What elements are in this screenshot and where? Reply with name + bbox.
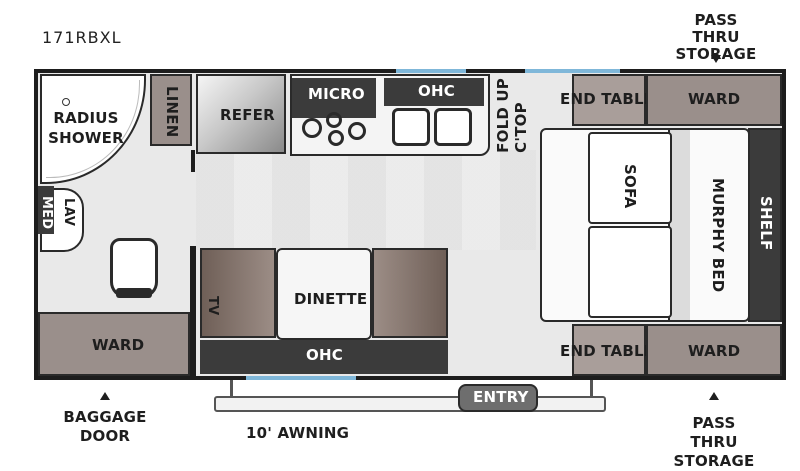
dinette-table [276, 248, 372, 340]
pass-thru-bottom-arrow [709, 392, 719, 400]
dinette-bench-left [200, 248, 276, 338]
sofa-cushion-upper [588, 132, 672, 224]
sofa-label: SOFA [621, 164, 639, 209]
window-top-right [525, 69, 620, 73]
sink-left-basin [392, 108, 430, 146]
sofa-back [668, 130, 690, 320]
stove-burner-icon [348, 122, 366, 140]
linen-label: LINEN [163, 86, 181, 138]
awning-arm-left [230, 380, 233, 398]
bathroom-wall [190, 246, 196, 376]
stove-burner-icon [326, 112, 342, 128]
fridge-door-line [191, 150, 195, 172]
wardrobe-left [38, 312, 190, 376]
fold-up-ctop-label: FOLD UP C'TOP [494, 78, 530, 153]
microwave [292, 78, 376, 118]
end-table-top [572, 74, 646, 126]
tv-label: TV [205, 296, 220, 316]
model-number: 171RBXL [42, 28, 122, 47]
awning-arm-right [590, 380, 593, 398]
end-table-top-label: END TABLE [560, 90, 655, 108]
baggage-door-arrow [100, 392, 110, 400]
lav-label: LAV [61, 198, 76, 227]
sink-right-basin [434, 108, 472, 146]
shelf [748, 128, 782, 322]
dinette-bench-right [372, 248, 448, 338]
pass-thru-storage-bottom-label: PASS THRU STORAGE [673, 414, 755, 470]
awning [214, 396, 606, 412]
end-table-bottom-label: END TABLE [560, 342, 655, 360]
radius-shower-label: RADIUS SHOWER [48, 109, 124, 147]
dinette-label: DINETTE [294, 290, 368, 308]
shelf-label: SHELF [757, 196, 775, 251]
murphy-bed-label: MURPHY BED [709, 178, 727, 293]
pass-thru-storage-top-label: PASS THRU STORAGE [675, 11, 757, 63]
ohc-bottom-panel [200, 340, 448, 374]
refrigerator [196, 74, 286, 154]
entry-door[interactable] [458, 384, 538, 412]
end-table-bottom [572, 324, 646, 376]
floor-tiles [196, 150, 536, 250]
window-top-left [396, 69, 466, 73]
baggage-door-label: BAGGAGE DOOR [63, 408, 147, 445]
ward-top-right-label: WARD [688, 90, 741, 108]
awning-label: 10' AWNING [246, 424, 350, 442]
ward-left-label: WARD [92, 336, 145, 354]
window-bottom [246, 376, 356, 380]
stove-burner-icon [328, 130, 344, 146]
ohc-bottom-label: OHC [306, 346, 343, 364]
linen-cabinet [150, 74, 192, 146]
refer-label: REFER [220, 106, 275, 124]
ohc-top-label: OHC [418, 82, 455, 100]
med-label: MED [39, 196, 54, 230]
wardrobe-bottom-right [646, 324, 782, 376]
micro-label: MICRO [308, 85, 365, 103]
stove-burner-icon [302, 118, 322, 138]
med-cabinet [38, 186, 54, 234]
sofa-cushion-lower [588, 226, 672, 318]
wardrobe-top-right [646, 74, 782, 126]
entry-label: ENTRY [473, 388, 529, 406]
pass-thru-top-arrow [711, 55, 721, 63]
ward-bottom-right-label: WARD [688, 342, 741, 360]
ohc-top-panel [384, 78, 484, 106]
toilet-tank [116, 288, 152, 298]
